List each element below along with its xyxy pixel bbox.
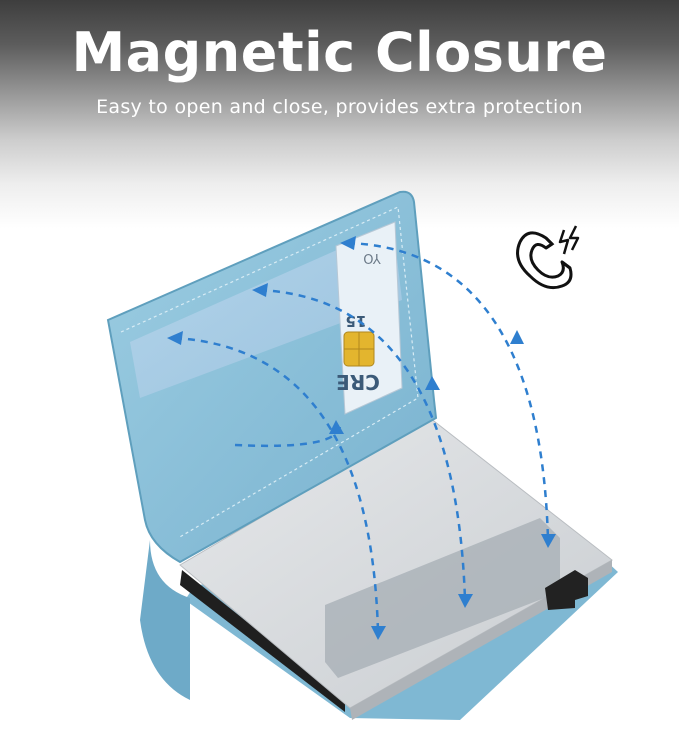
wallet-spine (140, 540, 190, 700)
eject-lever (545, 570, 588, 610)
card-stack-edge (180, 570, 345, 712)
arc-inner (174, 336, 380, 633)
page-subtitle: Easy to open and close, provides extra p… (96, 96, 583, 118)
card-text-yo: YO (363, 250, 381, 265)
card-text-cre: CRE (336, 370, 380, 394)
case-window (325, 518, 560, 678)
magnet-icon (516, 225, 580, 290)
credit-card (335, 221, 403, 415)
page-title: Magnetic Closure (71, 21, 608, 84)
arc-arrowheads (167, 236, 556, 640)
lid-window (130, 225, 402, 398)
arc-outer (347, 241, 550, 541)
